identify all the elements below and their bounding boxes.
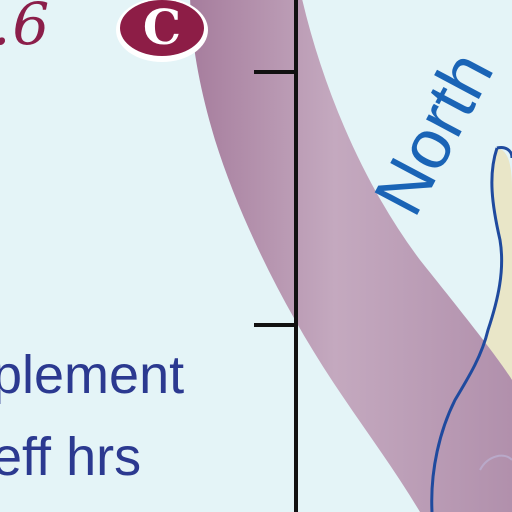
value-label: .6	[0, 0, 52, 58]
unit-badge: C	[120, 0, 204, 56]
caption-line-1: plement	[0, 345, 185, 405]
precipitation-band	[190, 0, 512, 512]
caption-line-2: eff hrs	[0, 427, 142, 487]
inland-contour	[479, 454, 512, 471]
coastline	[430, 147, 504, 512]
